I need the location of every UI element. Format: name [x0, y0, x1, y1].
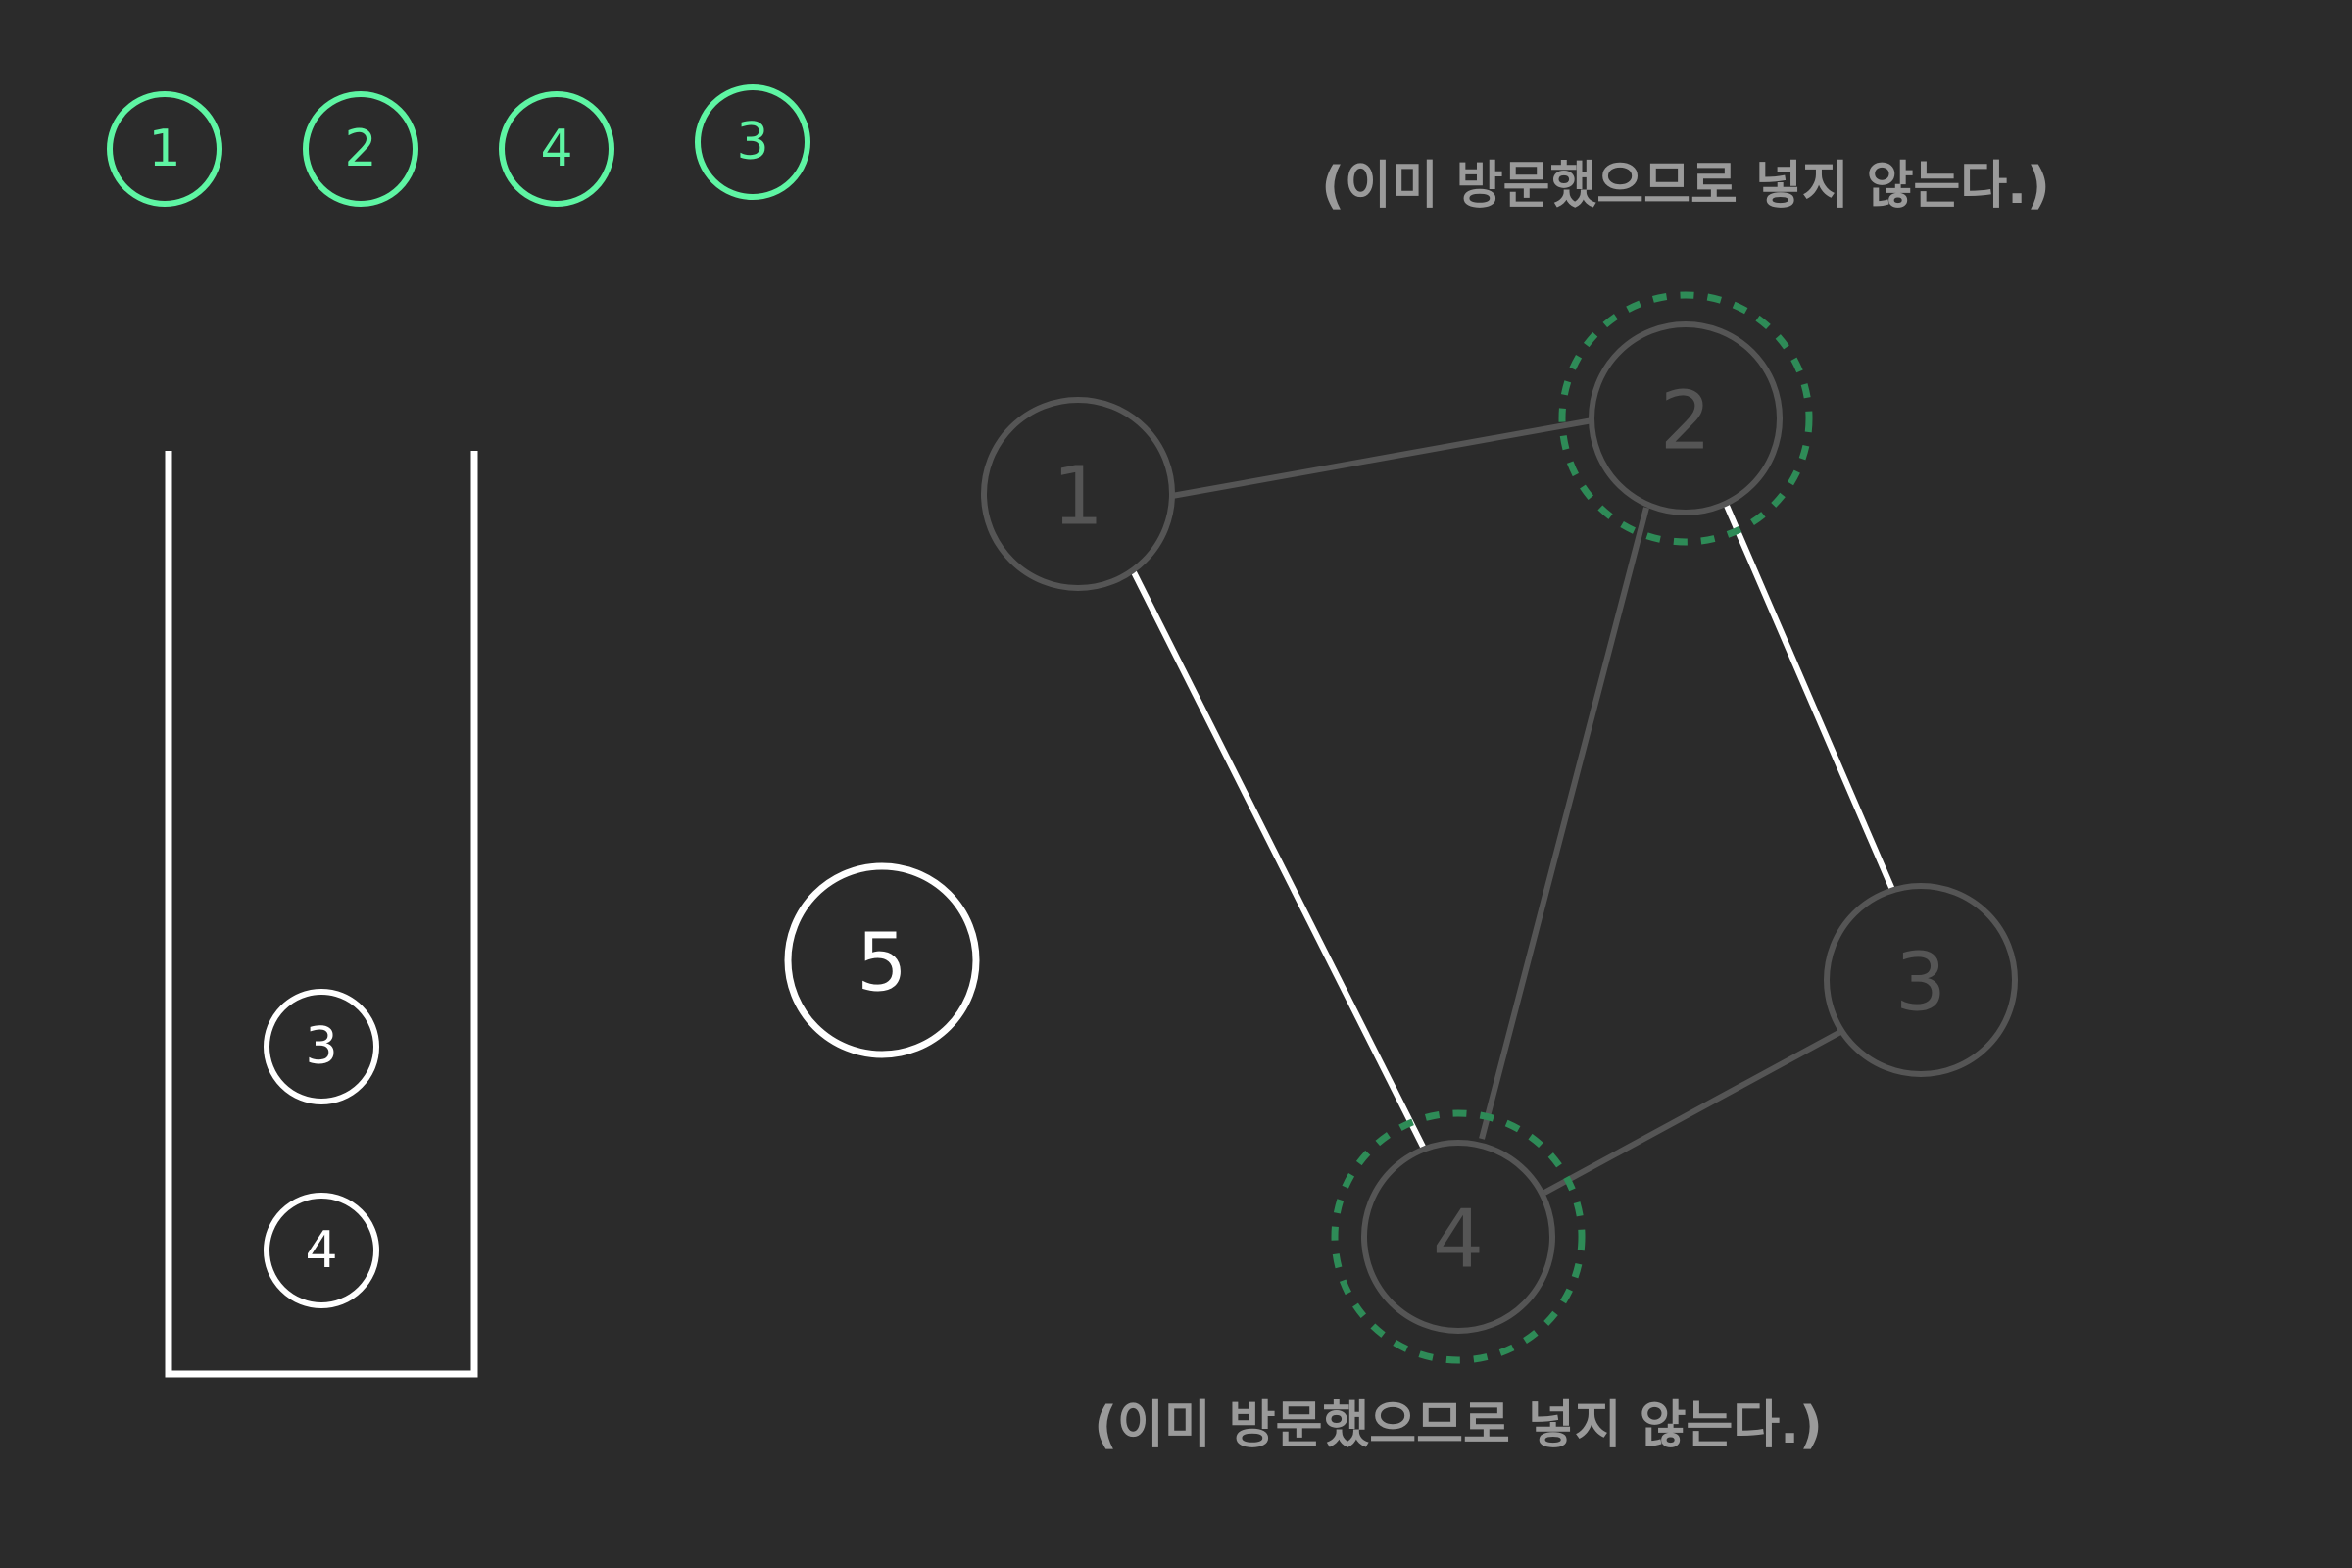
visited-node-label: 3 [736, 113, 768, 172]
current-node-label: 5 [857, 917, 907, 1010]
annotation-top: (이미 방문했으므로 넣지 않는다.) [1321, 157, 2050, 216]
visited-node-3: 4 [499, 91, 614, 207]
edge-2-3 [1724, 504, 1896, 894]
graph-node-label: 4 [1433, 1194, 1484, 1287]
graph-edges [1129, 417, 1896, 1196]
already-visited-ring [1331, 1109, 1586, 1364]
graph-node-2: 2 [1558, 291, 1813, 546]
stack-item-top: 3 [264, 989, 379, 1104]
stack-container [165, 451, 478, 1378]
visited-node-4: 3 [695, 84, 810, 200]
graph-node-label: 3 [1895, 937, 1946, 1030]
visited-node-label: 4 [540, 120, 572, 178]
stack-item-label: 4 [305, 1221, 337, 1280]
edge-1-2 [1171, 417, 1593, 499]
graph-nodes: 1 2 3 4 [981, 291, 2018, 1364]
graph-node-1: 1 [981, 397, 1175, 591]
visited-node-1: 1 [107, 91, 222, 207]
graph-node-label: 1 [1053, 451, 1103, 544]
visited-node-label: 1 [148, 120, 180, 178]
stack: 3 4 [165, 451, 478, 1378]
graph-node-4: 4 [1331, 1109, 1586, 1364]
visited-node-2: 2 [303, 91, 418, 207]
edge-3-4 [1543, 1028, 1844, 1196]
annotation-bottom: (이미 방문했으므로 넣지 않는다.) [1094, 1396, 1823, 1455]
already-visited-ring [1558, 291, 1813, 546]
current-node: 5 [784, 862, 980, 1058]
stack-item-bottom: 4 [264, 1193, 379, 1308]
graph-node-label: 2 [1660, 375, 1711, 468]
visited-node-label: 2 [344, 120, 376, 178]
edge-1-4 [1129, 566, 1426, 1149]
edge-2-4 [1479, 507, 1649, 1140]
graph-node-3: 3 [1824, 883, 2018, 1077]
visited-order: 1 2 4 3 [107, 84, 810, 207]
stack-item-label: 3 [305, 1017, 337, 1076]
